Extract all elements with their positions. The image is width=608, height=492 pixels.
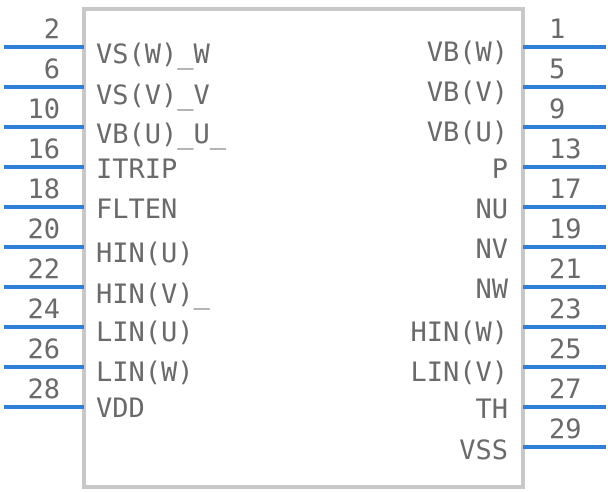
left-pin-number: 16: [27, 134, 60, 165]
left-pin-label: VS(W)_W: [96, 39, 211, 70]
left-pin-number: 22: [27, 254, 60, 285]
left-pin-number: 20: [27, 214, 60, 245]
left-pin-number: 10: [27, 94, 60, 125]
right-pin-number: 19: [549, 214, 582, 245]
right-pin-number: 9: [549, 94, 565, 125]
left-pin-label: LIN(W): [96, 357, 194, 388]
chip-body: [82, 7, 525, 489]
right-pin-number: 27: [549, 374, 582, 405]
right-pin-label: LIN(V): [410, 357, 508, 388]
left-pin-group: 2 6 10 16 18 20 22 24 26 28 VS(W)_W VS(V…: [4, 14, 227, 424]
right-pin-number: 5: [549, 54, 565, 85]
left-pin-label: VS(V)_V: [96, 80, 210, 111]
left-pin-number: 24: [27, 294, 60, 325]
left-pin-number: 2: [44, 14, 60, 45]
left-pin-number: 6: [44, 54, 60, 85]
right-pin-number: 17: [549, 174, 582, 205]
left-pin-label: LIN(U): [96, 317, 194, 348]
right-pin-number: 1: [549, 14, 565, 45]
left-pin-number: 28: [27, 374, 60, 405]
left-pin-label: HIN(V)_: [96, 279, 211, 310]
left-pin-label: FLTEN: [96, 194, 177, 225]
right-pin-label: NU: [475, 194, 508, 225]
right-pin-number: 13: [549, 134, 582, 165]
left-pin-label: ITRIP: [96, 154, 177, 185]
right-pin-label: TH: [475, 394, 508, 425]
right-pin-number: 29: [549, 414, 582, 445]
right-pin-number: 25: [549, 334, 582, 365]
right-pin-number: 23: [549, 294, 582, 325]
right-pin-label: P: [492, 154, 508, 185]
left-pin-number: 18: [27, 174, 60, 205]
right-pin-label: NW: [475, 274, 508, 305]
right-pin-label: NV: [475, 234, 508, 265]
left-pin-label: HIN(U): [96, 238, 194, 269]
left-pin-label: VB(U)_U_: [96, 119, 227, 150]
left-pin-label: VDD: [96, 393, 145, 424]
right-pin-label: VB(U): [427, 117, 508, 148]
left-pin-number: 26: [27, 334, 60, 365]
right-pin-group: 1 5 9 13 17 19 21 23 25 27 29 VB(W) VB(V…: [410, 14, 606, 466]
right-pin-label: HIN(W): [410, 317, 508, 348]
right-pin-number: 21: [549, 254, 582, 285]
right-pin-label: VB(W): [427, 37, 508, 68]
right-pin-label: VB(V): [427, 77, 508, 108]
right-pin-label: VSS: [459, 435, 508, 466]
